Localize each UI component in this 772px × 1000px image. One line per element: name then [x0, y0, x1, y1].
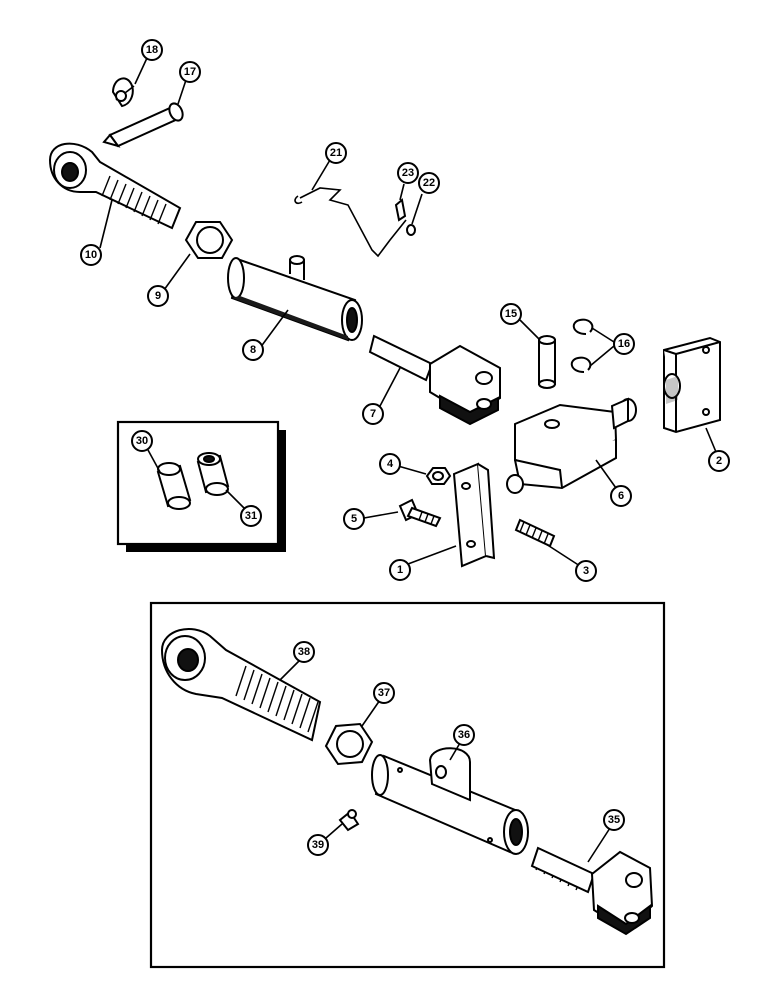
callout-9: 9: [147, 285, 169, 307]
callout-21: 21: [325, 142, 347, 164]
callout-6: 6: [610, 485, 632, 507]
callout-4: 4: [379, 453, 401, 475]
snap-ring-upper-part: [572, 318, 594, 335]
bushing-31-part: [196, 452, 230, 496]
callout-5-label: 5: [351, 513, 357, 525]
callout-18: 18: [141, 39, 163, 61]
callout-8-label: 8: [250, 344, 256, 356]
bracket-part: [663, 336, 721, 434]
large-clevis-thread: [530, 846, 596, 894]
callout-9-label: 9: [155, 290, 161, 302]
callout-7-label: 7: [370, 408, 376, 420]
large-rod-end-thread: [235, 665, 319, 733]
rod-end-thread: [101, 175, 167, 225]
large-clevis-part: [530, 846, 654, 936]
callout-16: 16: [613, 333, 635, 355]
callout-21-label: 21: [330, 147, 342, 159]
stud-part: [514, 518, 556, 548]
center-tube-part: [227, 255, 363, 342]
callout-35-label: 35: [608, 814, 620, 826]
callout-15: 15: [500, 303, 522, 325]
callout-17: 17: [179, 61, 201, 83]
callout-2: 2: [708, 450, 730, 472]
callout-36-label: 36: [458, 729, 470, 741]
callout-30-label: 30: [136, 435, 148, 447]
callout-8: 8: [242, 339, 264, 361]
callout-37-label: 37: [378, 687, 390, 699]
callout-35: 35: [603, 809, 625, 831]
callout-16-label: 16: [618, 338, 630, 350]
callout-23: 23: [397, 162, 419, 184]
callout-1-label: 1: [397, 564, 403, 576]
large-rod-end-part: [160, 627, 322, 742]
top-link-assembly-box: [149, 601, 666, 969]
grease-fitting-part: [338, 809, 360, 832]
bolt-part: [398, 498, 442, 528]
callout-18-label: 18: [146, 44, 158, 56]
callout-5: 5: [343, 508, 365, 530]
callout-10-label: 10: [85, 249, 97, 261]
plate-part: [452, 462, 496, 568]
callout-39: 39: [307, 834, 329, 856]
threaded-clevis-part: [368, 334, 501, 426]
large-nut-part: [324, 722, 374, 766]
callout-17-label: 17: [184, 66, 196, 78]
callout-4-label: 4: [387, 458, 394, 470]
bushing-30-part: [156, 462, 192, 510]
callout-36: 36: [453, 724, 475, 746]
callout-38: 38: [293, 641, 315, 663]
callout-10: 10: [80, 244, 102, 266]
callout-3-label: 3: [583, 565, 589, 577]
callout-1: 1: [389, 559, 411, 581]
callout-31-label: 31: [245, 510, 257, 522]
callout-31: 31: [240, 505, 262, 527]
pin-part: [102, 102, 184, 148]
snap-ring-lower-part: [570, 356, 592, 373]
callout-23-label: 23: [402, 167, 414, 179]
callout-15-label: 15: [505, 308, 517, 320]
lynch-pin-part: [111, 77, 135, 108]
small-pin-part: [394, 198, 407, 222]
spring-wire-part: [294, 187, 407, 258]
small-nut-part: [425, 467, 452, 485]
callout-3: 3: [575, 560, 597, 582]
callout-39-label: 39: [312, 839, 324, 851]
hex-nut-part: [184, 221, 234, 259]
large-tube-part: [371, 747, 529, 855]
callout-22: 22: [418, 172, 440, 194]
leader-lines: [99, 57, 717, 863]
callout-37: 37: [373, 682, 395, 704]
callout-6-label: 6: [618, 490, 624, 502]
pivot-block-part: [506, 397, 637, 494]
callout-7: 7: [362, 403, 384, 425]
clevis-thread: [368, 334, 434, 382]
callout-30: 30: [131, 430, 153, 452]
rod-end-part: [48, 142, 182, 230]
washer-part: [406, 224, 416, 236]
callout-22-label: 22: [423, 177, 435, 189]
callout-2-label: 2: [716, 455, 722, 467]
callout-38-label: 38: [298, 646, 310, 658]
clevis-pin-part: [538, 335, 556, 389]
